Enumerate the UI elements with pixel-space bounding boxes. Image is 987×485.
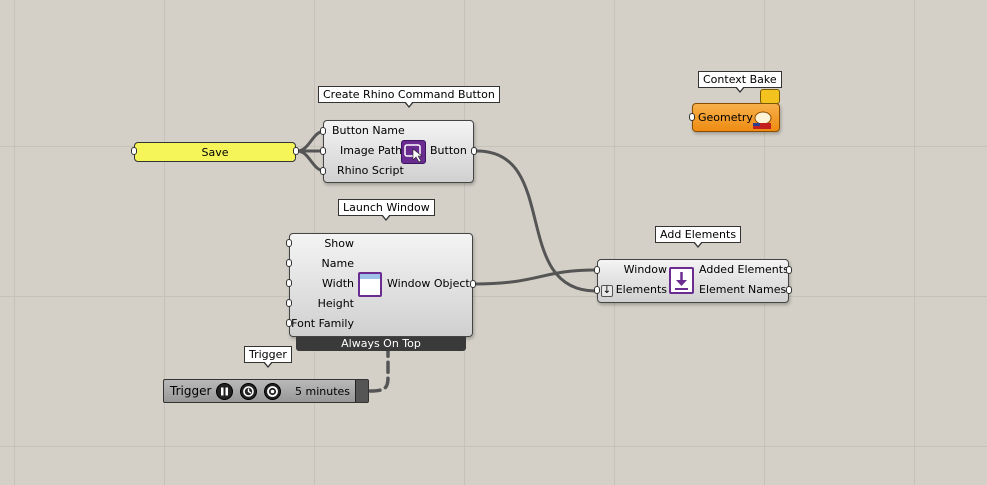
grip-rhino-script[interactable] [320,167,326,175]
input-show[interactable]: Show [324,237,354,250]
tag-launch-window: Launch Window [338,199,435,221]
tag-label: Add Elements [660,228,737,241]
timer-icon[interactable] [240,383,257,400]
pointer-button-icon [401,140,426,164]
trigger-interval[interactable]: 5 minutes [295,385,351,398]
tag-trigger: Trigger [244,346,292,368]
window-icon [358,272,382,297]
tag-pointer-fill [404,101,413,106]
always-on-top-footer[interactable]: Always On Top [296,337,466,351]
output-button[interactable]: Button [430,144,467,157]
input-rhino-script[interactable]: Rhino Script [337,164,404,177]
input-window[interactable]: Window [623,263,667,276]
grip-elements[interactable] [594,286,600,294]
grip-element-names[interactable] [786,286,792,294]
bake-icon [752,106,779,130]
save-panel-input-grip[interactable] [131,147,137,155]
grip-window[interactable] [594,266,600,274]
tag-label: Trigger [249,348,287,361]
tag-label: Launch Window [343,201,430,214]
output-element-names[interactable]: Element Names [699,283,787,296]
save-panel[interactable]: Save [134,142,296,162]
grip-image-path[interactable] [320,147,326,155]
tag-pointer-fill [735,86,744,91]
input-button-name[interactable]: Button Name [332,124,405,137]
context-bake-marker [760,89,780,104]
tag-add-elements: Add Elements [655,226,742,248]
grip-button-name[interactable] [320,127,326,135]
tag-pointer-fill [382,214,391,219]
tag-create-rhino-command-button: Create Rhino Command Button [318,86,500,108]
context-bake-component[interactable]: Geometry [692,103,780,132]
grip-show[interactable] [286,239,292,247]
pause-icon[interactable] [216,383,233,400]
trigger-label: Trigger [170,384,212,398]
grip-geometry[interactable] [689,113,695,121]
grip-name[interactable] [286,259,292,267]
grip-width[interactable] [286,279,292,287]
add-elements-icon [669,267,694,294]
wire-button-to-elements [475,149,598,293]
input-image-path[interactable]: Image Path [340,144,403,157]
tag-label: Context Bake [703,73,777,86]
flatten-icon[interactable]: ↓ [601,285,613,297]
record-icon[interactable] [264,383,281,400]
input-width[interactable]: Width [322,277,354,290]
wire-trigger-to-launch-window [368,346,390,393]
tag-pointer-fill [694,241,703,246]
input-geometry[interactable]: Geometry [698,111,753,124]
output-window-object[interactable]: Window Object [387,277,470,290]
grip-button-output[interactable] [471,147,477,155]
trigger-output-handle[interactable] [355,380,368,402]
tag-pointer-fill [263,361,272,366]
grip-height[interactable] [286,299,292,307]
grip-window-object-output[interactable] [470,280,476,288]
grip-font-family[interactable] [286,319,292,327]
input-height[interactable]: Height [317,297,354,310]
window-icon-titlebar [360,274,380,279]
input-font-family[interactable]: Font Family [291,317,354,330]
tag-context-bake: Context Bake [698,71,782,93]
save-panel-label: Save [201,146,229,159]
create-rhino-command-button-component[interactable]: Button Name Image Path Rhino Script Butt… [323,120,474,183]
input-elements[interactable]: Elements [615,283,667,296]
grip-added-elements[interactable] [786,266,792,274]
output-added-elements[interactable]: Added Elements [699,263,789,276]
launch-window-component[interactable]: Show Name Width Height Font Family Windo… [289,233,473,337]
tag-label: Create Rhino Command Button [323,88,495,101]
input-name[interactable]: Name [321,257,354,270]
add-elements-component[interactable]: Window Elements ↓ Added Elements Element… [597,259,789,303]
trigger-component[interactable]: Trigger 5 minutes [163,379,369,403]
save-panel-output-grip[interactable] [293,147,299,155]
wire-window-object-to-window [472,268,598,286]
